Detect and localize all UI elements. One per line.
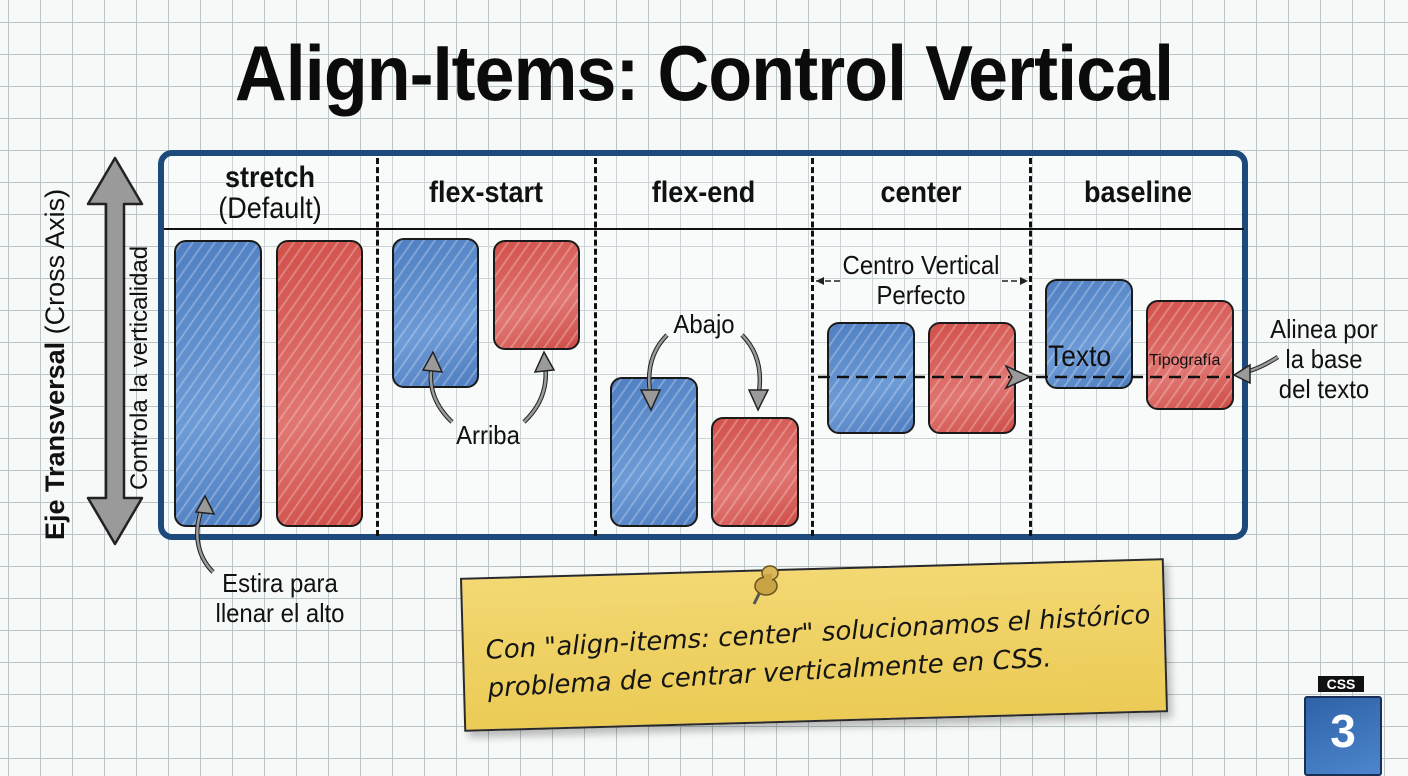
annotation-arrows — [194, 277, 1280, 574]
column-subtitle: (Default) — [218, 192, 322, 225]
stretch-annotation-line: llenar el alto — [215, 598, 345, 628]
baseline-red-text: Tipografía — [1149, 352, 1221, 369]
column-name: stretch — [224, 161, 316, 194]
flex-start-red-item — [493, 240, 580, 350]
column-name: baseline — [1083, 176, 1193, 209]
center-annotation-line: Centro Vertical — [842, 250, 1000, 280]
column-name: center — [880, 176, 962, 209]
center-annotation-line: Perfecto — [876, 280, 966, 310]
column-header-stretch: stretch (Default) — [175, 160, 366, 226]
column-header-flex-end: flex-end — [607, 160, 801, 226]
stretch-annotation: Estira para llenar el alto — [202, 568, 358, 628]
column-header-flex-start: flex-start — [389, 160, 583, 226]
css3-glyph: 3 — [1330, 705, 1356, 757]
column-header-baseline: baseline — [1042, 160, 1235, 226]
baseline-blue-item — [1045, 279, 1133, 389]
pushpin-icon — [752, 565, 779, 605]
baseline-blue-text: Texto — [1048, 340, 1112, 373]
baseline-annotation: Alinea por la base del texto — [1261, 314, 1386, 404]
flex-start-annotation: Arriba — [456, 420, 520, 450]
page-title: Align-Items: Control Vertical — [234, 29, 1174, 117]
column-header-center: center — [824, 160, 1018, 226]
flex-end-annotation: Abajo — [673, 309, 735, 339]
baseline-annotation-line: Alinea por — [1270, 314, 1378, 344]
css3-shield-icon: 3 — [1304, 696, 1382, 776]
flex-end-red-item — [711, 417, 799, 527]
column-divider — [376, 158, 379, 536]
stretch-blue-item — [174, 240, 262, 527]
stretch-red-item — [276, 240, 363, 527]
double-arrow-icon — [86, 156, 144, 546]
column-divider — [811, 158, 814, 536]
css3-logo: CSS 3 — [1300, 676, 1382, 776]
stretch-annotation-line: Estira para — [222, 568, 338, 598]
column-name: flex-end — [651, 176, 756, 209]
column-divider — [1029, 158, 1032, 536]
baseline-red-item — [1146, 300, 1234, 410]
center-annotation: Centro Vertical Perfecto — [826, 250, 1016, 310]
header-divider — [164, 228, 1244, 230]
sticky-note: Con "align-items: center" solucionamos e… — [459, 558, 1169, 732]
sticky-note-text: Con "align-items: center" solucionamos e… — [485, 596, 1158, 708]
column-divider — [594, 158, 597, 536]
column-name: flex-start — [428, 176, 544, 209]
css3-logo-label: CSS — [1318, 676, 1364, 692]
baseline-annotation-line: la base — [1285, 344, 1363, 374]
baseline-annotation-line: del texto — [1278, 374, 1370, 404]
